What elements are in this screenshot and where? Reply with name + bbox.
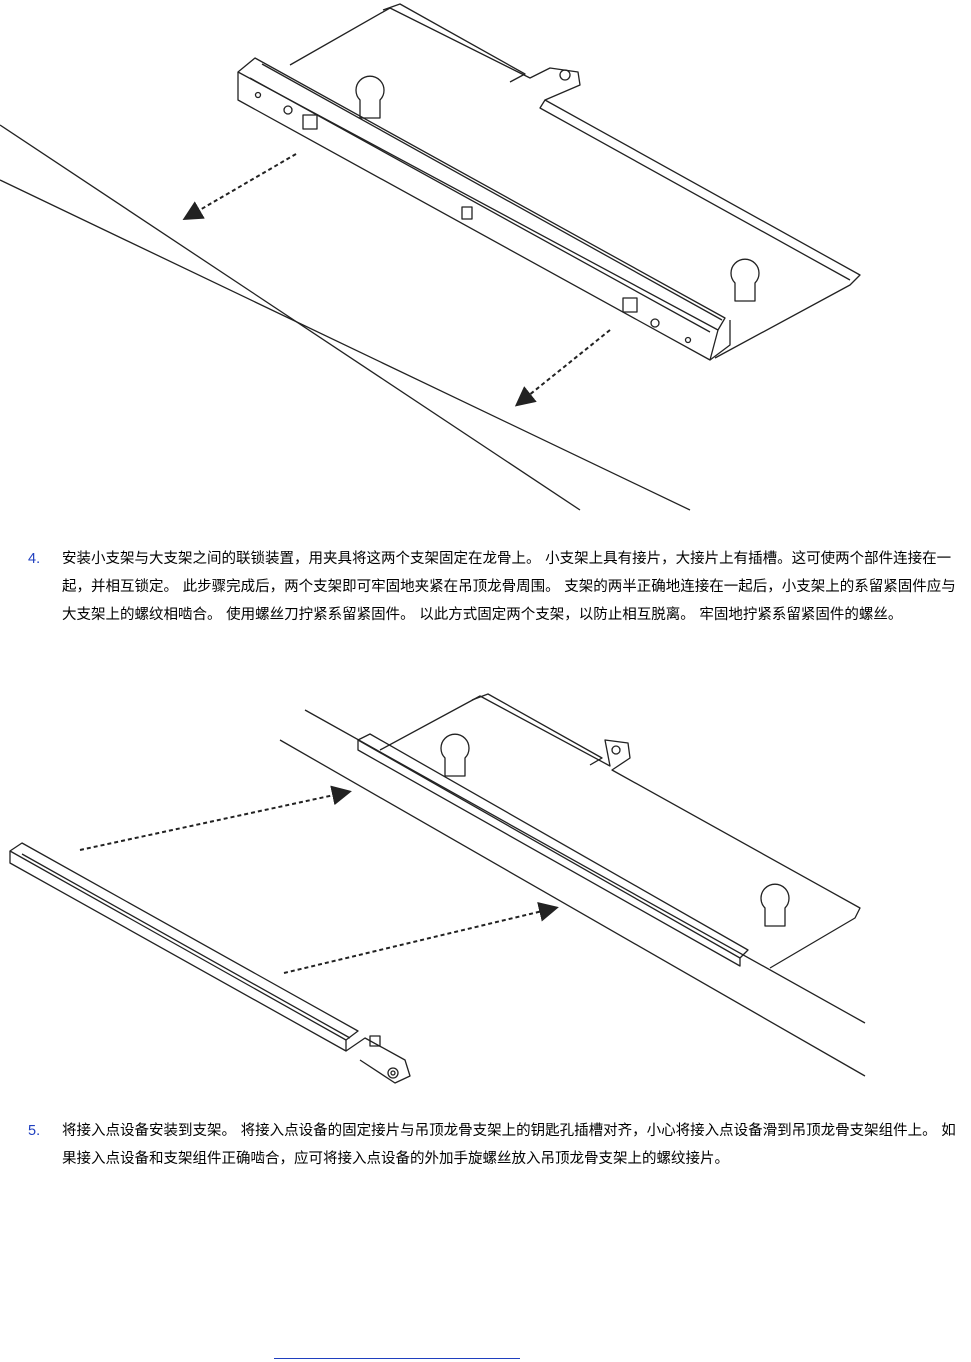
bracket-install-illustration-bottom (9, 693, 866, 1084)
footer-divider (274, 1358, 520, 1359)
step-number: 4. (28, 551, 41, 567)
step-number: 5. (28, 1123, 41, 1139)
step-text: 安装小支架与大支架之间的联锁装置，用夹具将这两个支架固定在龙骨上。 小支架上具有… (62, 551, 956, 623)
step-text: 将接入点设备安装到支架。 将接入点设备的固定接片与吊顶龙骨支架上的钥匙孔插槽对齐… (62, 1123, 956, 1167)
bracket-install-illustration-top (0, 3, 861, 511)
